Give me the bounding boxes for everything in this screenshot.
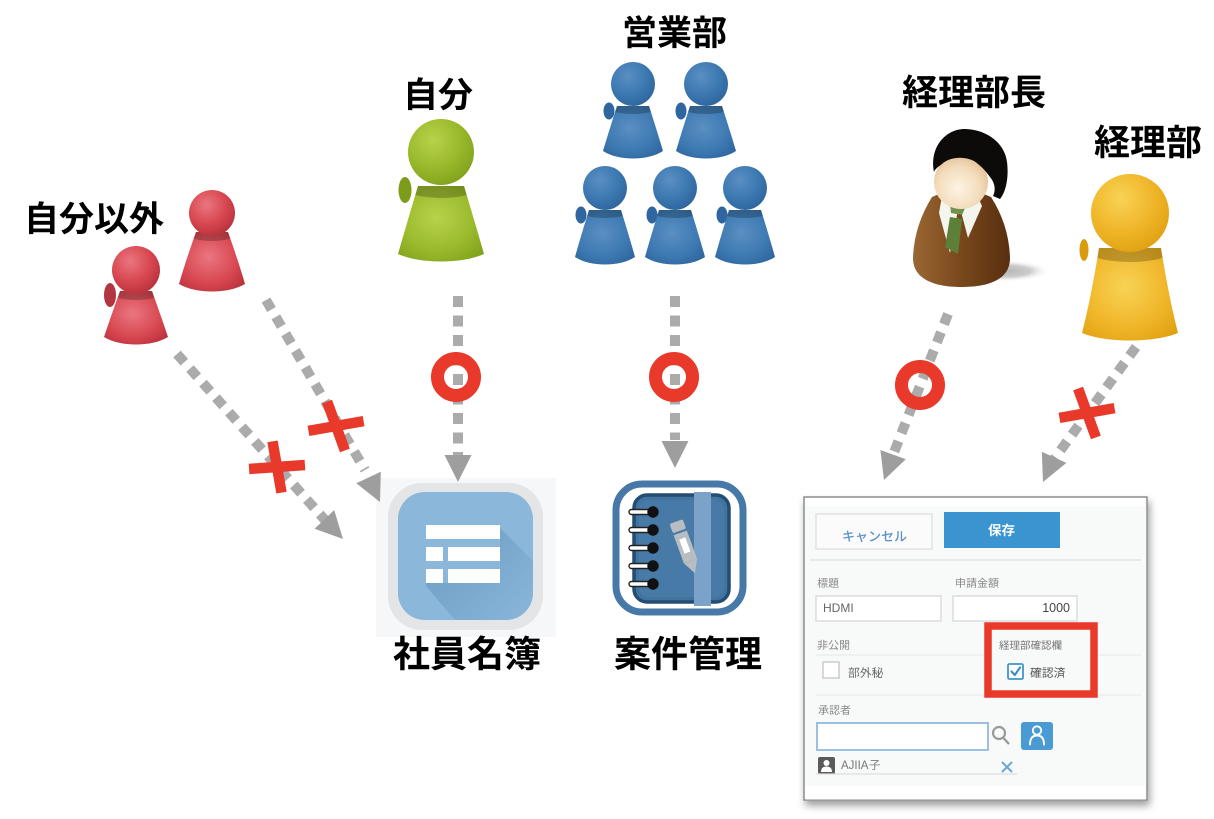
svg-text:HDMI: HDMI (823, 601, 854, 615)
svg-text:AJIIA: AJIIA (841, 760, 869, 772)
svg-text:1000: 1000 (1042, 601, 1070, 615)
